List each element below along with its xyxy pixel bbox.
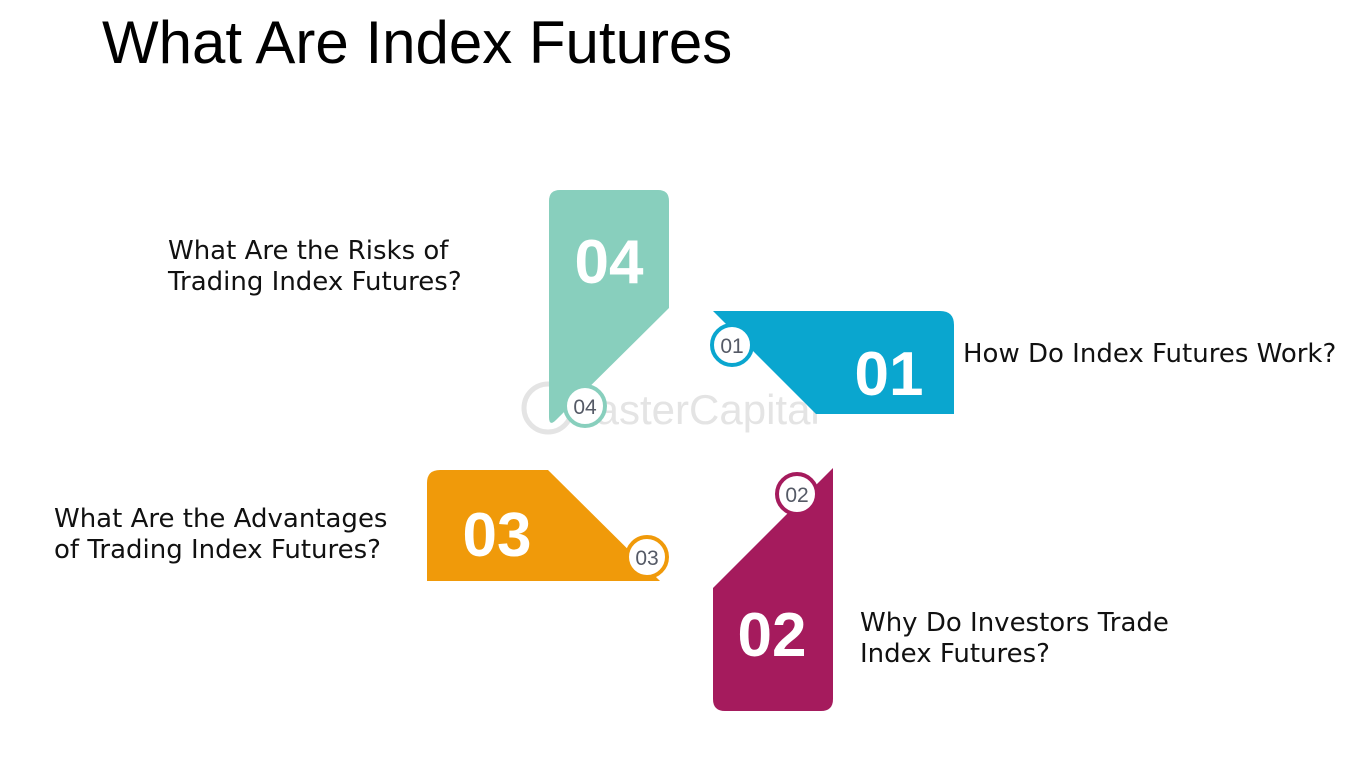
step-03-badge-ring (625, 535, 669, 579)
step-03-badge-text: 03 (635, 547, 658, 570)
step-02-shape: 02 (713, 468, 833, 711)
step-04-badge: 04 (563, 384, 607, 428)
step-02-badge-ring (775, 472, 819, 516)
watermark: FasterCapital (521, 381, 820, 435)
step-02-number: 02 (738, 601, 807, 670)
step-01-shape: 01 (713, 311, 954, 414)
step-02-block (713, 468, 833, 711)
step-03-shape: 03 (427, 470, 660, 581)
page-title: What Are Index Futures (102, 9, 733, 76)
step-01-number: 01 (855, 340, 924, 409)
step-02-badge: 02 (775, 472, 819, 516)
step-03-label: What Are the Advantages of Trading Index… (54, 504, 388, 565)
step-01-badge-text: 01 (720, 335, 743, 358)
step-01-label: How Do Index Futures Work? (963, 339, 1337, 369)
step-04-shape: 04 (549, 190, 669, 423)
step-03-number: 03 (463, 501, 532, 570)
step-03-badge: 03 (625, 535, 669, 579)
step-04-badge-text: 04 (573, 396, 597, 419)
step-01-block (713, 311, 954, 414)
step-01-badge: 01 (710, 323, 754, 367)
step-04-number: 04 (575, 228, 644, 297)
step-04-badge-ring (563, 384, 607, 428)
step-04-block (549, 190, 669, 423)
step-02-label: Why Do Investors Trade Index Futures? (860, 608, 1169, 669)
watermark-text: FasterCapital (570, 386, 820, 433)
step-04-label: What Are the Risks of Trading Index Futu… (168, 236, 462, 297)
step-03-block (427, 470, 660, 581)
step-01-badge-ring (710, 323, 754, 367)
step-02-badge-text: 02 (785, 484, 808, 507)
